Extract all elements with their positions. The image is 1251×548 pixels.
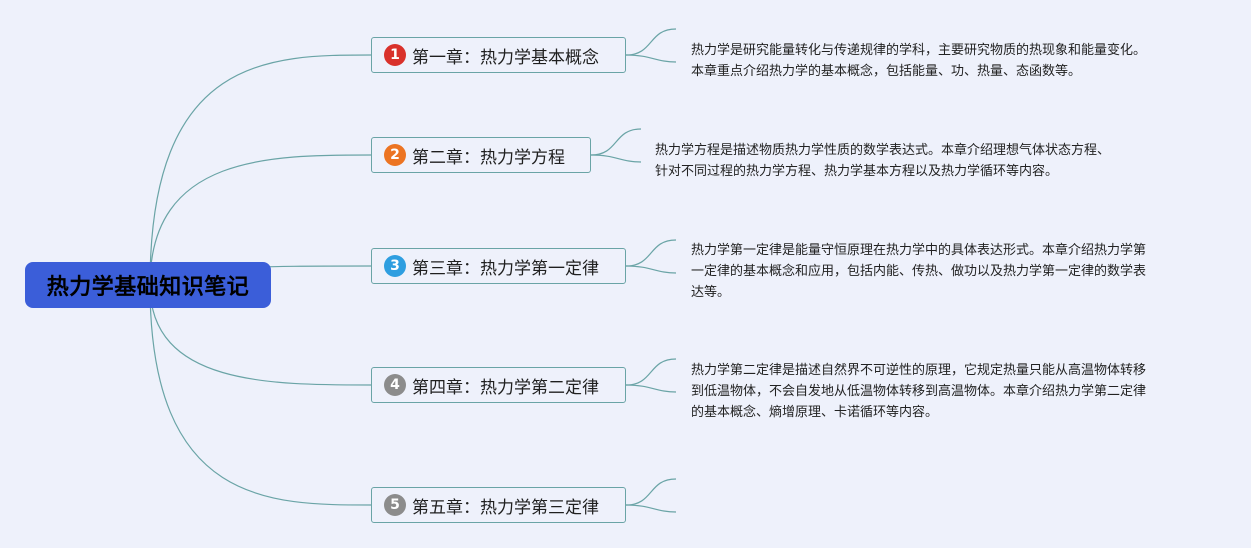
chapter-2-topic[interactable]: 2 第二章：热力学方程: [371, 137, 591, 173]
chapter-1-description: 热力学是研究能量转化与传递规律的学科，主要研究物质的热现象和能量变化。 本章重点…: [691, 40, 1146, 82]
number-1-icon: 1: [384, 44, 406, 66]
description-line: 一定律的基本概念和应用，包括内能、传热、做功以及热力学第一定律的数学表: [691, 264, 1147, 279]
bracket-upper-4: [625, 358, 677, 386]
root-topic[interactable]: 热力学基础知识笔记: [25, 262, 271, 308]
bracket-lower-5: [625, 504, 677, 513]
description-line: 热力学方程是描述物质热力学性质的数学表达式。本章介绍理想气体状态方程、: [655, 143, 1111, 158]
description-line: 达等。: [691, 285, 731, 300]
description-line: 热力学第二定律是描述自然界不可逆性的原理，它规定热量只能从高温物体转移: [691, 363, 1147, 378]
bracket-lower-2: [590, 154, 642, 163]
bracket-upper-2: [590, 128, 642, 156]
chapter-2-title: 第二章：热力学方程: [412, 147, 565, 168]
chapter-3-title: 第三章：热力学第一定律: [412, 258, 599, 279]
number-3-icon: 3: [384, 255, 406, 277]
number-5-icon: 5: [384, 494, 406, 516]
chapter-5-topic[interactable]: 5 第五章：热力学第三定律: [371, 487, 626, 523]
chapter-3-topic[interactable]: 3 第三章：热力学第一定律: [371, 248, 626, 284]
chapter-1-topic[interactable]: 1 第一章：热力学基本概念: [371, 37, 626, 73]
branch-line-2: [149, 154, 372, 286]
branch-line-1: [149, 54, 372, 286]
bracket-lower-4: [625, 384, 677, 393]
description-line: 的基本概念、熵增原理、卡诺循环等内容。: [691, 405, 939, 420]
root-title: 热力学基础知识笔记: [46, 275, 250, 300]
chapter-5-title: 第五章：热力学第三定律: [412, 497, 599, 518]
branch-line-4: [149, 284, 372, 386]
bracket-lower-1: [625, 54, 677, 63]
number-2-icon: 2: [384, 144, 406, 166]
chapter-3-description: 热力学第一定律是能量守恒原理在热力学中的具体表达形式。本章介绍热力学第 一定律的…: [691, 240, 1146, 303]
description-line: 本章重点介绍热力学的基本概念，包括能量、功、热量、态函数等。: [691, 64, 1082, 79]
description-line: 针对不同过程的热力学方程、热力学基本方程以及热力学循环等内容。: [655, 164, 1059, 179]
description-line: 热力学第一定律是能量守恒原理在热力学中的具体表达形式。本章介绍热力学第: [691, 243, 1147, 258]
chapter-1-title: 第一章：热力学基本概念: [412, 47, 599, 68]
description-line: 热力学是研究能量转化与传递规律的学科，主要研究物质的热现象和能量变化。: [691, 43, 1147, 58]
chapter-4-description: 热力学第二定律是描述自然界不可逆性的原理，它规定热量只能从高温物体转移 到低温物…: [691, 360, 1146, 423]
description-line: 到低温物体，不会自发地从低温物体转移到高温物体。本章介绍热力学第二定律: [691, 384, 1147, 399]
branch-line-5: [149, 284, 372, 506]
bracket-upper-5: [625, 478, 677, 506]
chapter-2-description: 热力学方程是描述物质热力学性质的数学表达式。本章介绍理想气体状态方程、 针对不同…: [655, 140, 1110, 182]
chapter-4-title: 第四章：热力学第二定律: [412, 377, 599, 398]
bracket-upper-1: [625, 28, 677, 56]
number-4-icon: 4: [384, 374, 406, 396]
chapter-4-topic[interactable]: 4 第四章：热力学第二定律: [371, 367, 626, 403]
bracket-upper-3: [625, 239, 677, 267]
bracket-lower-3: [625, 265, 677, 274]
